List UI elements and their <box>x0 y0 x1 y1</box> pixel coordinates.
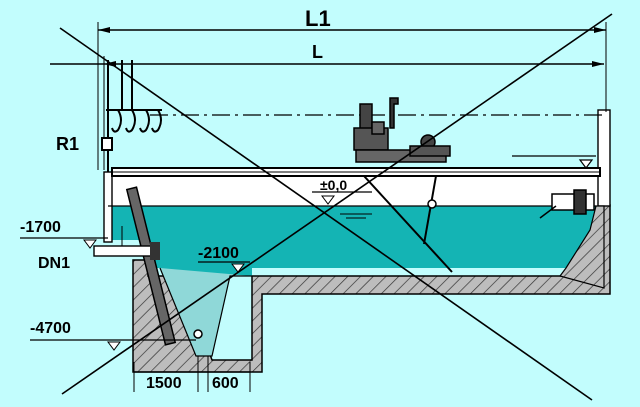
inclined-scraper <box>125 186 177 346</box>
label-dim-1500: 1500 <box>146 375 182 392</box>
scraper-arm <box>363 175 453 273</box>
label-zero-level: ±0,0 <box>320 177 347 193</box>
inlet-pipe <box>93 245 153 257</box>
label-dim-600: 600 <box>212 375 239 392</box>
freeboard-zone <box>110 176 598 206</box>
label-dn1: DN1 <box>38 255 70 272</box>
label-level-1700: -1700 <box>20 219 61 236</box>
machinery-icon <box>353 97 451 163</box>
label-l1: L1 <box>305 6 331 31</box>
label-level-2100: -2100 <box>198 245 239 262</box>
right-wall <box>597 109 611 207</box>
label-l: L <box>312 42 323 62</box>
water-body <box>108 206 596 356</box>
zero-level-marker <box>321 195 335 205</box>
label-level-4700: -4700 <box>30 320 71 337</box>
triangle-marker-icon <box>578 159 594 169</box>
left-wall <box>103 171 113 243</box>
scraper-arm <box>423 175 437 245</box>
sludge-hopper <box>159 267 252 357</box>
right-slope <box>558 205 605 289</box>
scum-removal-assembly <box>101 60 162 172</box>
cross-line <box>61 13 613 395</box>
label-r1: R1 <box>56 134 79 154</box>
cross-line <box>59 27 593 401</box>
pipe-icon <box>539 189 595 219</box>
